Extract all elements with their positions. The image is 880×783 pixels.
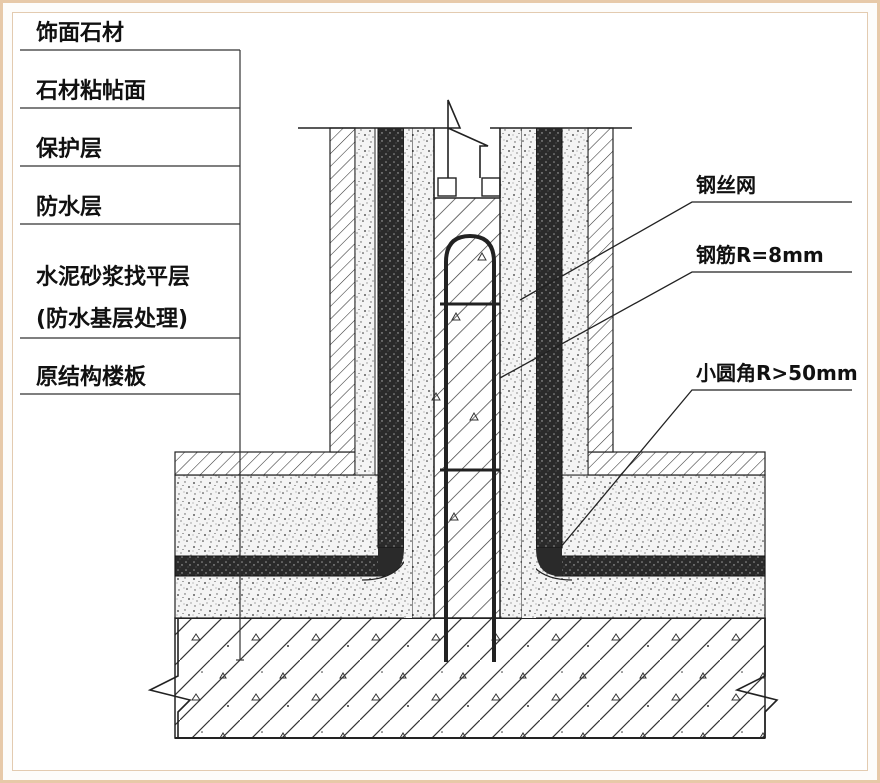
upstand-protective-layer	[354, 127, 589, 619]
label-stone-adhesive: 石材粘帖面	[35, 79, 146, 104]
top-anchor-blocks	[437, 177, 501, 197]
label-base-treatment: (防水基层处理)	[36, 306, 188, 332]
left-reference-line	[236, 50, 244, 661]
label-original-slab: 原结构楼板	[36, 364, 147, 390]
left-label-rules	[20, 49, 240, 395]
label-leveling-mortar: 水泥砂浆找平层	[36, 264, 190, 290]
inner-mortar-fill	[404, 128, 536, 618]
label-stone-finish: 饰面石材	[36, 20, 124, 46]
rebar-ties	[440, 302, 500, 472]
upstand-stone-finish	[329, 127, 614, 453]
label-protective-layer: 保护层	[35, 137, 102, 162]
label-fillet-radius: 小圆角R>50mm	[696, 361, 858, 385]
rebar-r8	[444, 233, 496, 662]
label-wire-mesh: 钢丝网	[696, 173, 756, 197]
break-line-right	[734, 618, 779, 738]
label-waterproof-layer: 防水层	[36, 195, 102, 220]
concrete-curb-core	[431, 197, 501, 619]
waterproof-membrane	[174, 127, 766, 581]
right-leader-lines	[499, 201, 852, 549]
break-line-left	[147, 618, 192, 738]
label-rebar: 钢筋R=8mm	[696, 243, 824, 267]
structural-slab	[174, 617, 766, 739]
